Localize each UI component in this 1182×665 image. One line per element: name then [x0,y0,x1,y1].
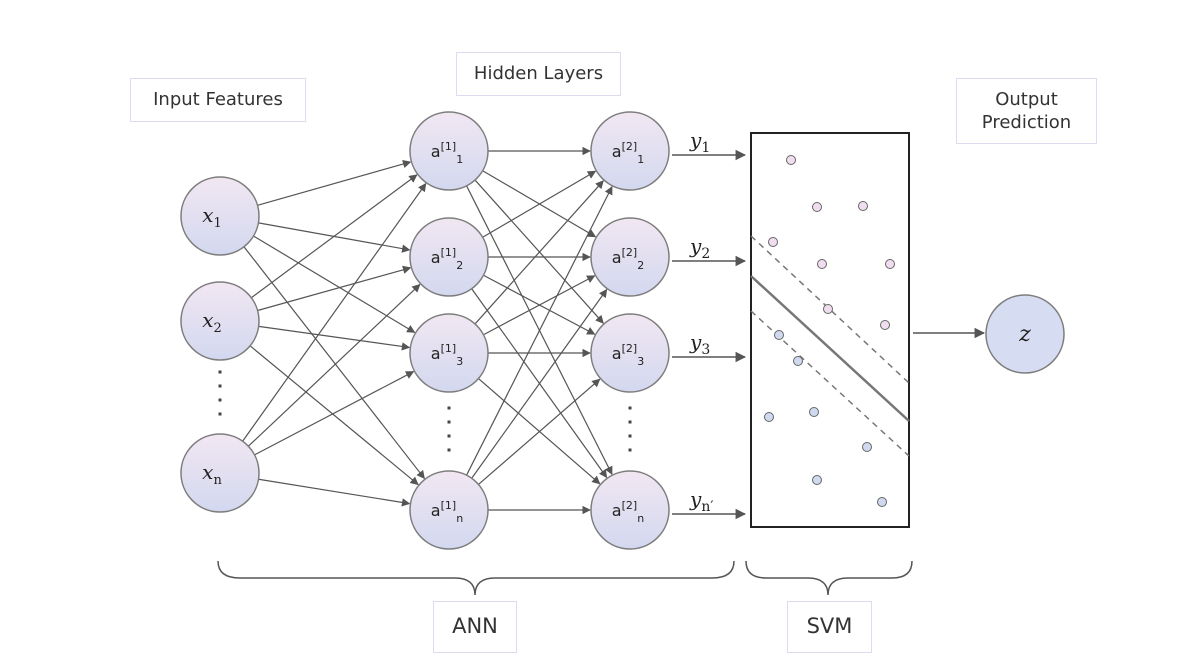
hidden2-ellipsis-dot-2 [628,420,632,424]
svm-class-a-point-7 [823,304,833,314]
hidden2-ellipsis-dot-1 [628,406,632,410]
svm-brace [745,560,913,596]
svm-class-a-point-3 [858,201,868,211]
svm-panel [750,132,910,528]
output-y-label-3: y3 [689,330,710,358]
svm-class-b-point-2 [793,356,803,366]
svm-points [764,155,895,507]
svm-class-a-point-8 [880,320,890,330]
hidden2-ellipsis-dot-3 [628,434,632,438]
hidden1-node-4 [409,470,489,550]
hidden1-node-1 [409,111,489,191]
edge-input1-h1-1 [257,159,412,206]
hidden2-node-2 [590,217,670,297]
edge-input2-h1-3 [258,325,411,351]
input-features-label: Input Features [130,78,306,122]
edge-input1-h1-4 [243,246,425,480]
edge-h1-4-h2-2 [471,288,608,479]
svm-class-a-point-2 [812,202,822,212]
hidden-layers-label: Hidden Layers [456,52,621,96]
edge-input3-h1-2 [247,283,421,447]
hidden2-ellipsis-dot-4 [628,448,632,452]
ellipsis-dots [218,370,632,452]
edge-h1-3-h2-2 [483,275,596,336]
hidden1-node-3 [409,313,489,393]
hidden1-ellipsis-dot-4 [447,448,451,452]
svm-label: SVM [787,601,872,653]
hidden2-node-1 [590,111,670,191]
edge-h1-4-h2-3 [478,378,601,485]
output-node [985,294,1065,374]
input-node-3 [180,433,260,513]
edge-h1-4-h2-1 [466,185,613,476]
hidden1-ellipsis-dot-2 [447,420,451,424]
output-y-label-1: y1 [689,128,710,156]
edge-input3-h1-3 [254,371,415,456]
svm-class-a-point-5 [817,259,827,269]
svm-class-b-point-3 [764,412,774,422]
edge-input2-h1-4 [249,345,419,486]
output-node-label: z [1018,322,1031,347]
ann-label: ANN [433,601,517,653]
connection-edges: y1 y2 y3 yn′ [242,128,986,520]
svm-decision-boundary [750,275,910,422]
ann-brace [217,560,735,596]
svm-class-b-point-6 [812,475,822,485]
edge-input3-h1-1 [242,182,427,442]
input-node-2 [180,281,260,361]
svm-class-b-point-4 [809,407,819,417]
input-ellipsis-dot-3 [218,398,222,402]
output-y-label-2: y2 [689,234,710,262]
svm-class-a-point-1 [786,155,796,165]
edge-h1-3-h2-1 [474,180,604,325]
input-node-1 [180,176,260,256]
edge-input1-h1-3 [253,235,416,333]
edge-h1-2-h2-1 [482,170,597,238]
edge-input2-h1-2 [257,265,412,312]
svm-class-a-point-4 [768,237,778,247]
network-nodes: x1x2xna[1]1a[1]2a[1]3a[1]na[2]1a[2]2a[2]… [180,111,1065,550]
edge-input3-h1-4 [258,478,411,507]
svm-class-b-point-7 [877,497,887,507]
svm-upper-margin [750,235,910,384]
hidden2-node-4 [590,470,670,550]
hidden1-ellipsis-dot-1 [447,406,451,410]
svm-box [750,132,910,528]
svm-class-b-point-5 [862,442,872,452]
hidden1-ellipsis-dot-3 [447,434,451,438]
hidden1-node-2 [409,217,489,297]
edge-input2-h1-1 [250,174,418,299]
svm-class-a-point-6 [885,259,895,269]
output-y-label-4: yn′ [689,487,714,515]
input-ellipsis-dot-1 [218,370,222,374]
input-ellipsis-dot-2 [218,384,222,388]
svm-class-b-point-1 [774,330,784,340]
hidden2-node-3 [590,313,670,393]
input-ellipsis-dot-4 [218,412,222,416]
